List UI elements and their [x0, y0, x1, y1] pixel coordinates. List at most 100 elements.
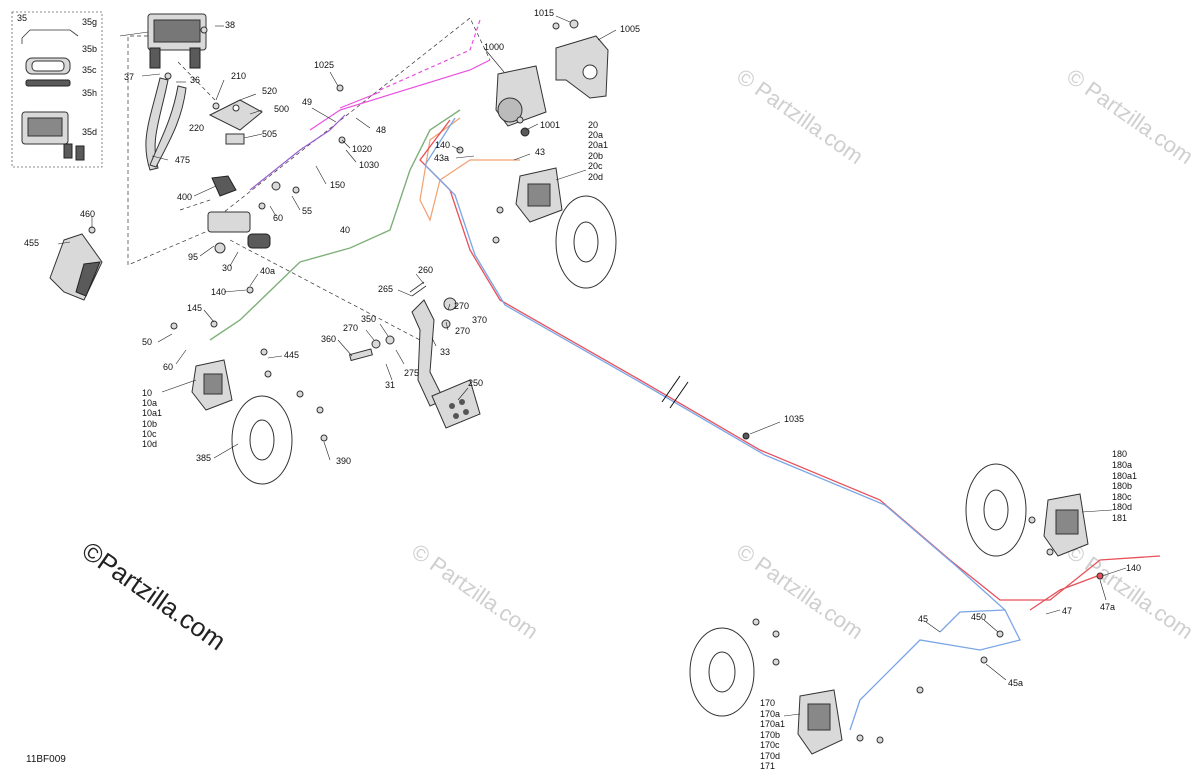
- callout-label: 45: [918, 614, 928, 624]
- callout-label: 20b: [588, 151, 603, 161]
- callout-label: 48: [376, 125, 386, 135]
- callout-label: 20d: [588, 172, 603, 182]
- callout-label: 35b: [82, 44, 97, 54]
- master-cylinder: [207, 175, 300, 254]
- disc-front-left: [231, 395, 293, 485]
- callout-label: 20c: [588, 161, 603, 171]
- callout-label: 1005: [620, 24, 640, 34]
- callout-label: 445: [284, 350, 299, 360]
- reservoir-assembly: [145, 13, 207, 171]
- callout-label: 1030: [359, 160, 379, 170]
- callout-label: 1025: [314, 60, 334, 70]
- callout-label: 47: [1062, 606, 1072, 616]
- callout-label: 1015: [534, 8, 554, 18]
- callout-label: 35h: [82, 88, 97, 98]
- callout-label: 33: [440, 347, 450, 357]
- callout-label: 35: [17, 13, 27, 23]
- inset-box: [11, 11, 103, 168]
- callout-label: 250: [468, 378, 483, 388]
- callout-label: 180b: [1112, 481, 1132, 491]
- callout-label: 45a: [1008, 678, 1023, 688]
- callout-label: 37: [124, 72, 134, 82]
- callout-label: 260: [418, 265, 433, 275]
- callout-label: 520: [262, 86, 277, 96]
- abs-module: [495, 19, 609, 137]
- callout-label: 170: [760, 698, 775, 708]
- callout-label: 60: [163, 362, 173, 372]
- callout-label: 180c: [1112, 492, 1132, 502]
- callout-label: 180a1: [1112, 471, 1137, 481]
- callout-label: 36: [190, 75, 200, 85]
- callout-label: 55: [302, 206, 312, 216]
- callout-label: 35d: [82, 127, 97, 137]
- fasteners: [164, 26, 1104, 744]
- callout-label: 20a: [588, 130, 603, 140]
- disc-front-right: [555, 195, 617, 289]
- callout-label: 140: [435, 140, 450, 150]
- callout-label: 10a: [142, 398, 157, 408]
- callout-label: 38: [225, 20, 235, 30]
- brake-lines: [209, 19, 1161, 731]
- callout-label: 47a: [1100, 602, 1115, 612]
- watermark: © Partzilla.com: [732, 64, 868, 170]
- watermark: © Partzilla.com: [407, 539, 543, 645]
- callout-label: 20: [588, 120, 598, 130]
- callout-label: 43: [535, 147, 545, 157]
- callout-label: 1035: [784, 414, 804, 424]
- bracket-500: [208, 99, 263, 145]
- callout-label: 40: [340, 225, 350, 235]
- callout-label: 180: [1112, 449, 1127, 459]
- caliper-20: [515, 167, 563, 223]
- callout-label: 460: [80, 209, 95, 219]
- bracket-455: [49, 226, 103, 301]
- callout-label: 35c: [82, 65, 97, 75]
- leader-lines: [57, 15, 1127, 717]
- callout-label: 210: [231, 71, 246, 81]
- watermark: © Partzilla.com: [1062, 64, 1198, 170]
- callout-label: 10d: [142, 439, 157, 449]
- callout-label: 10b: [142, 419, 157, 429]
- callout-label: 270: [454, 301, 469, 311]
- callout-label: 455: [24, 238, 39, 248]
- disc-rear-left: [689, 627, 755, 717]
- callout-label: 10: [142, 388, 152, 398]
- watermarks: © Partzilla.com © Partzilla.com © Partzi…: [77, 64, 1198, 657]
- callout-label: 170d: [760, 751, 780, 761]
- callout-label: 170a1: [760, 719, 785, 729]
- watermark: © Partzilla.com: [1062, 539, 1198, 645]
- callout-label: 265: [378, 284, 393, 294]
- callout-label: 385: [196, 453, 211, 463]
- callout-label: 10a1: [142, 408, 162, 418]
- caliper-180: [1043, 493, 1089, 557]
- callout-label: 475: [175, 155, 190, 165]
- caliper-170: [797, 689, 843, 755]
- callout-label: 370: [472, 315, 487, 325]
- callout-label: 10c: [142, 429, 157, 439]
- disc-rear-right: [965, 463, 1027, 557]
- callout-label: 170c: [760, 740, 780, 750]
- callout-label: 180d: [1112, 502, 1132, 512]
- brake-pedal: [348, 281, 481, 429]
- callout-label: 50: [142, 337, 152, 347]
- callout-label: 140: [211, 287, 226, 297]
- callout-label: 1020: [352, 144, 372, 154]
- caliper-10: [191, 359, 233, 411]
- guide-lines: [127, 17, 491, 341]
- callout-label: 390: [336, 456, 351, 466]
- diagram-code: 11BF009: [26, 754, 66, 765]
- callout-label: 171: [760, 761, 775, 771]
- callout-label: 40a: [260, 266, 275, 276]
- callout-label: 1000: [484, 42, 504, 52]
- callout-label: 500: [274, 104, 289, 114]
- callout-label: 170b: [760, 730, 780, 740]
- watermark-main: ©Partzilla.com: [77, 535, 232, 656]
- callout-label: 1001: [540, 120, 560, 130]
- callout-labels: 35 35g 35b 35c 35h 35d 38 37 36 210 520 …: [17, 8, 1141, 771]
- callout-label: 360: [321, 334, 336, 344]
- callout-label: 31: [385, 380, 395, 390]
- callout-label: 275: [404, 368, 419, 378]
- callout-label: 95: [188, 252, 198, 262]
- callout-label: 350: [361, 314, 376, 324]
